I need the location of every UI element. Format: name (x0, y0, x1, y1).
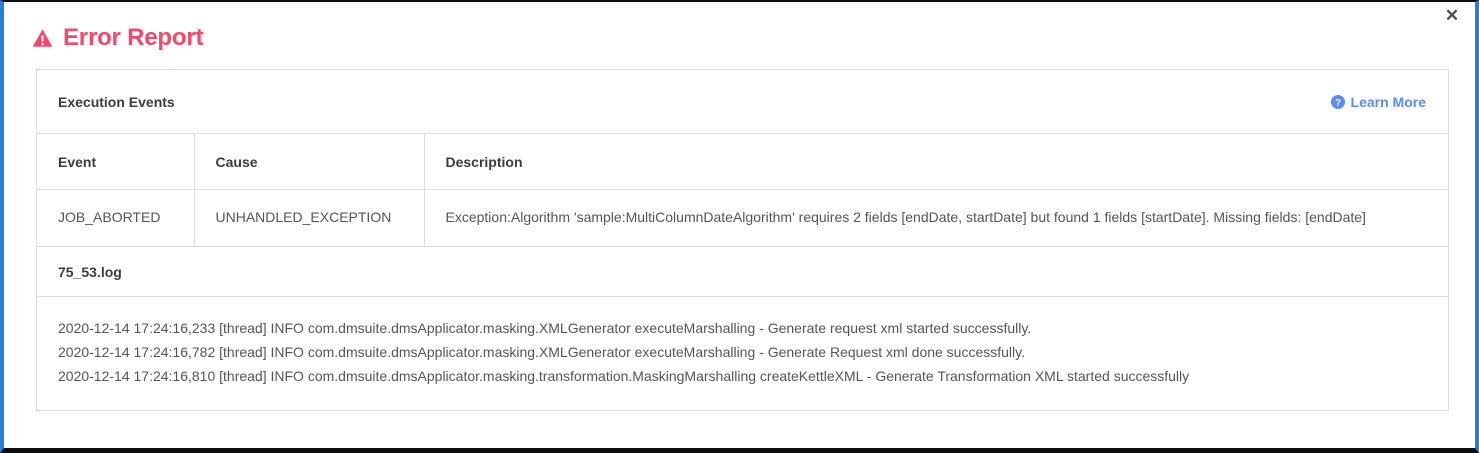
warning-triangle-icon (32, 29, 53, 47)
log-line: 2020-12-14 17:24:16,810 [thread] INFO co… (58, 367, 1190, 384)
execution-events-table: Event Cause Description JOB_ABORTED UNHA… (37, 133, 1448, 246)
learn-more-label: Learn More (1350, 93, 1426, 110)
panel-header-title: Execution Events (58, 93, 175, 110)
page-title: Error Report (63, 24, 204, 51)
cell-cause: UNHANDLED_EXCEPTION (194, 188, 425, 246)
cell-description: Exception:Algorithm 'sample:MultiColumnD… (424, 188, 1448, 246)
svg-text:?: ? (1335, 97, 1341, 108)
table-row: JOB_ABORTED UNHANDLED_EXCEPTION Exceptio… (37, 188, 1448, 246)
column-header-cause: Cause (194, 133, 425, 190)
table-header-row: Event Cause Description (37, 133, 1448, 190)
cell-event: JOB_ABORTED (37, 188, 195, 246)
log-output: 2020-12-14 17:24:16,233 [thread] INFO co… (37, 295, 1448, 410)
log-line: 2020-12-14 17:24:16,233 [thread] INFO co… (58, 319, 1032, 336)
log-filename: 75_53.log (37, 245, 1448, 296)
help-circle-icon: ? (1330, 94, 1345, 109)
close-icon[interactable]: ✕ (1444, 5, 1460, 25)
log-line: 2020-12-14 17:24:16,782 [thread] INFO co… (58, 343, 1026, 360)
column-header-description: Description (424, 133, 1448, 190)
column-header-event: Event (37, 133, 195, 190)
panel-header: Execution Events ? Learn More (37, 70, 1448, 133)
dialog-title-row: Error Report (32, 26, 203, 50)
dialog-content: ✕ Error Report Execution Events ? (4, 2, 1475, 448)
learn-more-link[interactable]: ? Learn More (1330, 93, 1426, 110)
execution-events-panel: Execution Events ? Learn More Event Caus (36, 69, 1449, 411)
